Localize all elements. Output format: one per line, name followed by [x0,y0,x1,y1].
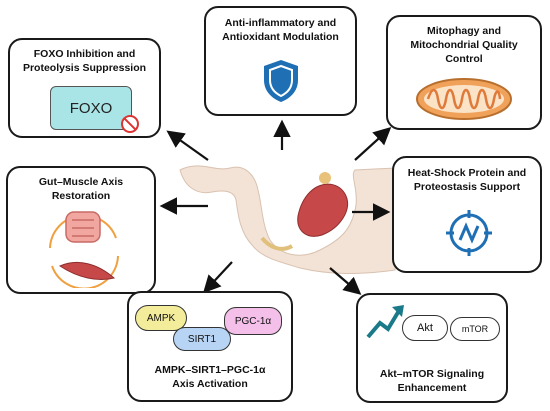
mitochondria-icon [416,78,512,120]
sirt1-pill: SIRT1 [173,327,231,351]
akt-title: Akt–mTOR Signaling Enhancement [379,368,485,394]
heatshock-box: Heat-Shock Protein and Proteostasis Supp… [392,156,542,273]
mitophagy-box: Mitophagy and Mitochondrial Quality Cont… [386,15,542,130]
foxo-box: FOXO Inhibition and Proteolysis Suppress… [8,38,161,138]
gut-box: Gut–Muscle Axis Restoration [6,166,156,294]
pgc-pill: PGC-1α [224,307,282,335]
arrow-to-foxo [166,130,209,161]
antiinflam-box: Anti-inflammatory and Antioxidant Modula… [204,6,357,116]
foxo-card: FOXO [50,86,132,130]
foxo-title: FOXO Inhibition and Proteolysis Suppress… [22,48,147,74]
antiinflam-title: Anti-inflammatory and Antioxidant Modula… [222,17,339,43]
ampk-title: AMPK–SIRT1–PGC-1α Axis Activation [154,364,266,390]
ampk-box: AMPK PGC-1α SIRT1 AMPK–SIRT1–PGC-1α Axis… [127,291,293,402]
gut-title: Gut–Muscle Axis Restoration [38,176,124,202]
chaperone-icon [446,210,492,256]
ampk-pill: AMPK [135,305,187,331]
arrow-to-mitophagy [354,127,392,161]
arrow-to-ampk [203,261,233,294]
arm-illustration [179,165,396,274]
mtor-pill: mTOR [450,317,500,341]
foxo-label: FOXO [69,99,113,117]
gut-muscle-icon [49,211,119,288]
arrow-to-akt [329,267,362,295]
trend-arrow-icon [366,305,404,339]
mitophagy-title: Mitophagy and Mitochondrial Quality Cont… [410,25,518,65]
akt-pill: Akt [402,315,448,341]
heatshock-title: Heat-Shock Protein and Proteostasis Supp… [407,167,527,193]
shield-icon [264,60,298,102]
inhibition-icon [121,115,139,133]
akt-box: Akt mTOR Akt–mTOR Signaling Enhancement [356,293,508,403]
